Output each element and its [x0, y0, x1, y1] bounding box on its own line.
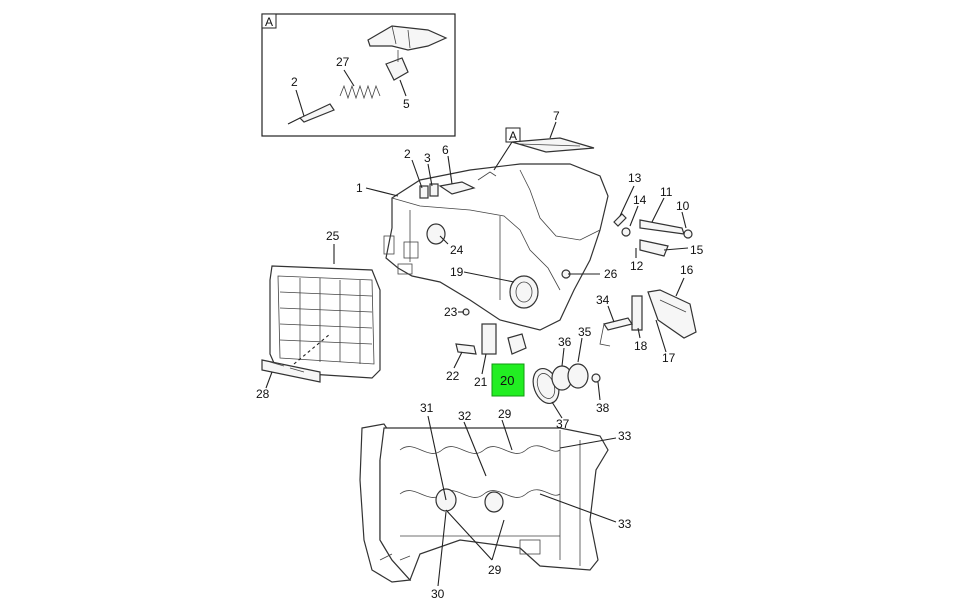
small-parts	[455, 308, 601, 405]
callout-34: 34	[596, 293, 610, 307]
grille-bar	[261, 359, 321, 383]
callout-19: 19	[450, 265, 464, 279]
callout-29: 29	[498, 407, 512, 421]
callout-17: 17	[662, 351, 676, 365]
callout-10: 10	[676, 199, 690, 213]
pin	[298, 103, 335, 123]
callout-15: 15	[690, 243, 704, 257]
callout-2: 2	[404, 147, 411, 161]
callout-31: 31	[420, 401, 434, 415]
latch-plate	[367, 25, 448, 51]
callout-6: 6	[442, 143, 449, 157]
callout-16: 16	[680, 263, 694, 277]
grille	[261, 265, 381, 383]
inset-detail-a: A 2 27 5	[261, 13, 456, 137]
callout-27: 27	[336, 55, 350, 69]
callout-5: 5	[403, 97, 410, 111]
bracket	[385, 57, 409, 81]
callout-26: 26	[604, 267, 618, 281]
callout-33: 33	[618, 517, 632, 531]
callout-12: 12	[630, 259, 644, 273]
callout-23: 23	[444, 305, 458, 319]
inset-label: A	[265, 15, 273, 29]
callout-13: 13	[628, 171, 642, 185]
spring	[339, 84, 381, 100]
hood-body	[383, 163, 609, 331]
callout-14: 14	[633, 193, 647, 207]
callout-24: 24	[450, 243, 464, 257]
callout-11: 11	[660, 185, 673, 199]
callout-3: 3	[424, 151, 431, 165]
grommet-opening	[426, 223, 446, 245]
hinge-bracket	[647, 289, 697, 339]
callout-21: 21	[474, 375, 488, 389]
leader-lines	[265, 121, 689, 587]
callout-29: 29	[488, 563, 502, 577]
callout-36: 36	[558, 335, 572, 349]
callout-35: 35	[578, 325, 592, 339]
callout-18: 18	[634, 339, 648, 353]
highlight-box-20[interactable]	[491, 363, 525, 397]
hinge-assembly	[599, 213, 697, 347]
light-opening	[509, 275, 539, 309]
highlight-label-20: 20	[500, 373, 514, 388]
callout-2: 2	[291, 75, 298, 89]
callout-25: 25	[326, 229, 340, 243]
callout-7: 7	[553, 109, 560, 123]
callout-32: 32	[458, 409, 472, 423]
callout-37: 37	[556, 417, 570, 431]
callouts: 1 2 3 6 7 10 11 12 13 14 15 16 17 18 19 …	[256, 109, 704, 600]
ref-marker-a: A	[509, 129, 517, 143]
callout-22: 22	[446, 369, 460, 383]
callout-33: 33	[618, 429, 632, 443]
callout-28: 28	[256, 387, 270, 401]
lower-panel	[359, 423, 609, 583]
callout-30: 30	[431, 587, 445, 600]
callout-1: 1	[356, 181, 363, 195]
callout-38: 38	[596, 401, 610, 415]
